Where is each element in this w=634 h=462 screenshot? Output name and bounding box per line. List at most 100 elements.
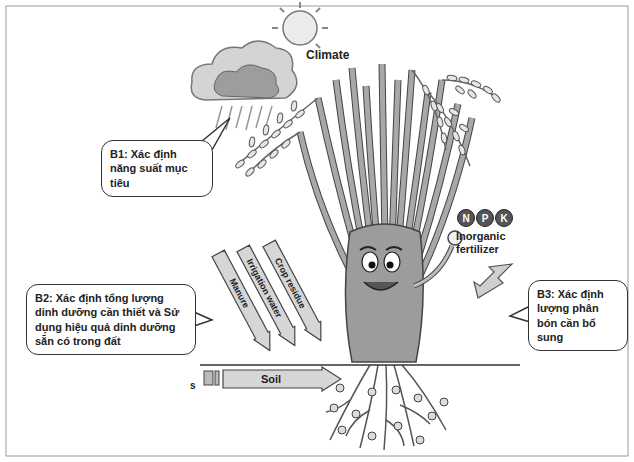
rice-plant-part-part xyxy=(294,109,305,119)
nutrient-circle: K xyxy=(495,209,513,227)
callout-tails-part xyxy=(510,306,530,322)
nutrient-dots-part xyxy=(338,426,346,434)
callout-box: B2: Xác định tổng lượng dinh dưỡng cần t… xyxy=(26,284,196,355)
soil-line xyxy=(200,364,520,366)
rice-plant-part xyxy=(422,84,470,155)
rice-plant-part xyxy=(300,64,472,300)
roots xyxy=(326,365,446,450)
cloud-symbol-part-part xyxy=(236,106,242,128)
rice-plant-part xyxy=(442,80,500,100)
small-block xyxy=(215,371,219,385)
rice-plant-part xyxy=(236,98,318,166)
rice-plant-part-part xyxy=(454,85,465,95)
face-part xyxy=(387,262,394,269)
rice-plant-part xyxy=(300,64,472,300)
rice-plant-part xyxy=(345,224,423,362)
nutrient-circle: P xyxy=(476,209,494,227)
face-part xyxy=(364,282,398,290)
rice-plant-part-part xyxy=(269,149,280,160)
nutrient-dots-part xyxy=(352,410,360,418)
nutrient-dots-part xyxy=(416,436,424,444)
nutrient-dots-part xyxy=(414,394,422,402)
cloud-symbol-part xyxy=(214,65,279,98)
rice-plant-part-part xyxy=(282,119,293,129)
rice-plant-part xyxy=(234,101,305,178)
rice-plant-part-part xyxy=(234,159,245,169)
arrow-outline xyxy=(222,366,342,392)
roots-part xyxy=(402,365,446,430)
node-text: B2: Xác định tổng lượng dinh dưỡng cần t… xyxy=(35,291,187,348)
rice-plant-part-part xyxy=(452,130,461,141)
roots-part xyxy=(384,365,387,450)
node-text: P xyxy=(482,213,489,224)
rice-plant-part-part xyxy=(277,113,284,124)
face xyxy=(360,247,402,290)
sun-symbol-part-part xyxy=(272,27,278,29)
cloud-symbol-part-part xyxy=(246,106,252,130)
fragment-label: s xyxy=(190,380,202,392)
rice-plant-part-part xyxy=(441,133,448,144)
cloud-symbol-part-part xyxy=(266,106,272,126)
callout-tails-part xyxy=(194,312,212,326)
face-part xyxy=(386,247,402,250)
face-part xyxy=(360,247,376,250)
fertilizer-label: Inorganic fertilizer xyxy=(456,230,518,255)
rice-plant-part-part xyxy=(458,123,469,133)
rice-plant-part xyxy=(414,246,452,286)
nutrient-dots-part xyxy=(440,398,448,406)
rice-plant-part xyxy=(447,75,502,104)
nutrient-dots xyxy=(330,384,448,444)
cloud-symbol xyxy=(191,41,297,130)
nutrient-dots-part xyxy=(428,412,436,420)
roots-part xyxy=(346,410,370,436)
rice-plant-part-part xyxy=(249,137,256,148)
rice-plant-part xyxy=(414,246,452,286)
rice-plant-part-part xyxy=(443,116,453,127)
face-part xyxy=(384,252,400,272)
face-part xyxy=(362,252,378,272)
rice-plant-part-part xyxy=(270,129,281,139)
rice-plant-part-part xyxy=(470,80,481,89)
arrow-shape xyxy=(223,367,341,391)
roots-part xyxy=(386,420,404,446)
rice-plant-part-part xyxy=(491,93,502,104)
rice-plant-part-part xyxy=(482,85,493,95)
nutrient-dots-part xyxy=(330,404,338,412)
sun-symbol-part xyxy=(283,11,317,45)
callout-box: B1: Xác định năng suất mục tiêu xyxy=(101,140,213,197)
rice-plant-part xyxy=(428,92,470,166)
cloud-symbol-part xyxy=(191,41,297,100)
roots-part xyxy=(360,365,378,448)
nutrient-dots-part xyxy=(336,384,344,392)
rice-plant-part-part xyxy=(422,84,431,95)
rice-plant-part-part xyxy=(458,76,469,84)
nutrient-dots-part xyxy=(392,386,400,394)
rice-plant-part-part xyxy=(458,144,466,155)
rice-plant-part-part xyxy=(245,167,256,178)
small-block xyxy=(204,371,213,385)
nutrient-dots-part xyxy=(394,422,402,430)
callout-box: B3: Xác định lượng phân bón cần bổ sung xyxy=(528,280,628,351)
soil-arrow: Soil xyxy=(222,366,342,392)
node-text: B1: Xác định năng suất mục tiêu xyxy=(110,147,204,190)
sun-symbol-part xyxy=(272,2,328,48)
node-text: N xyxy=(462,213,469,224)
climate-label: Climate xyxy=(306,48,376,62)
roots-part xyxy=(394,365,414,446)
sun-symbol xyxy=(272,2,328,48)
rice-plant-part-part xyxy=(246,149,257,159)
sun-symbol-part-part xyxy=(299,2,301,8)
node-text: B3: Xác định lượng phân bón cần bổ sung xyxy=(537,287,619,344)
sun-symbol-part-part xyxy=(322,27,328,29)
node-text: K xyxy=(500,213,507,224)
rice-plant-part-part xyxy=(258,139,269,149)
rice-plant-part-part xyxy=(291,101,298,112)
face-part xyxy=(369,262,376,269)
nutrient-circle: N xyxy=(457,209,475,227)
rice-plant-part-part xyxy=(430,100,438,111)
rice-plant-part-part xyxy=(448,107,459,117)
node-text: Soil xyxy=(222,366,320,392)
sun-symbol-part-part xyxy=(316,8,320,12)
